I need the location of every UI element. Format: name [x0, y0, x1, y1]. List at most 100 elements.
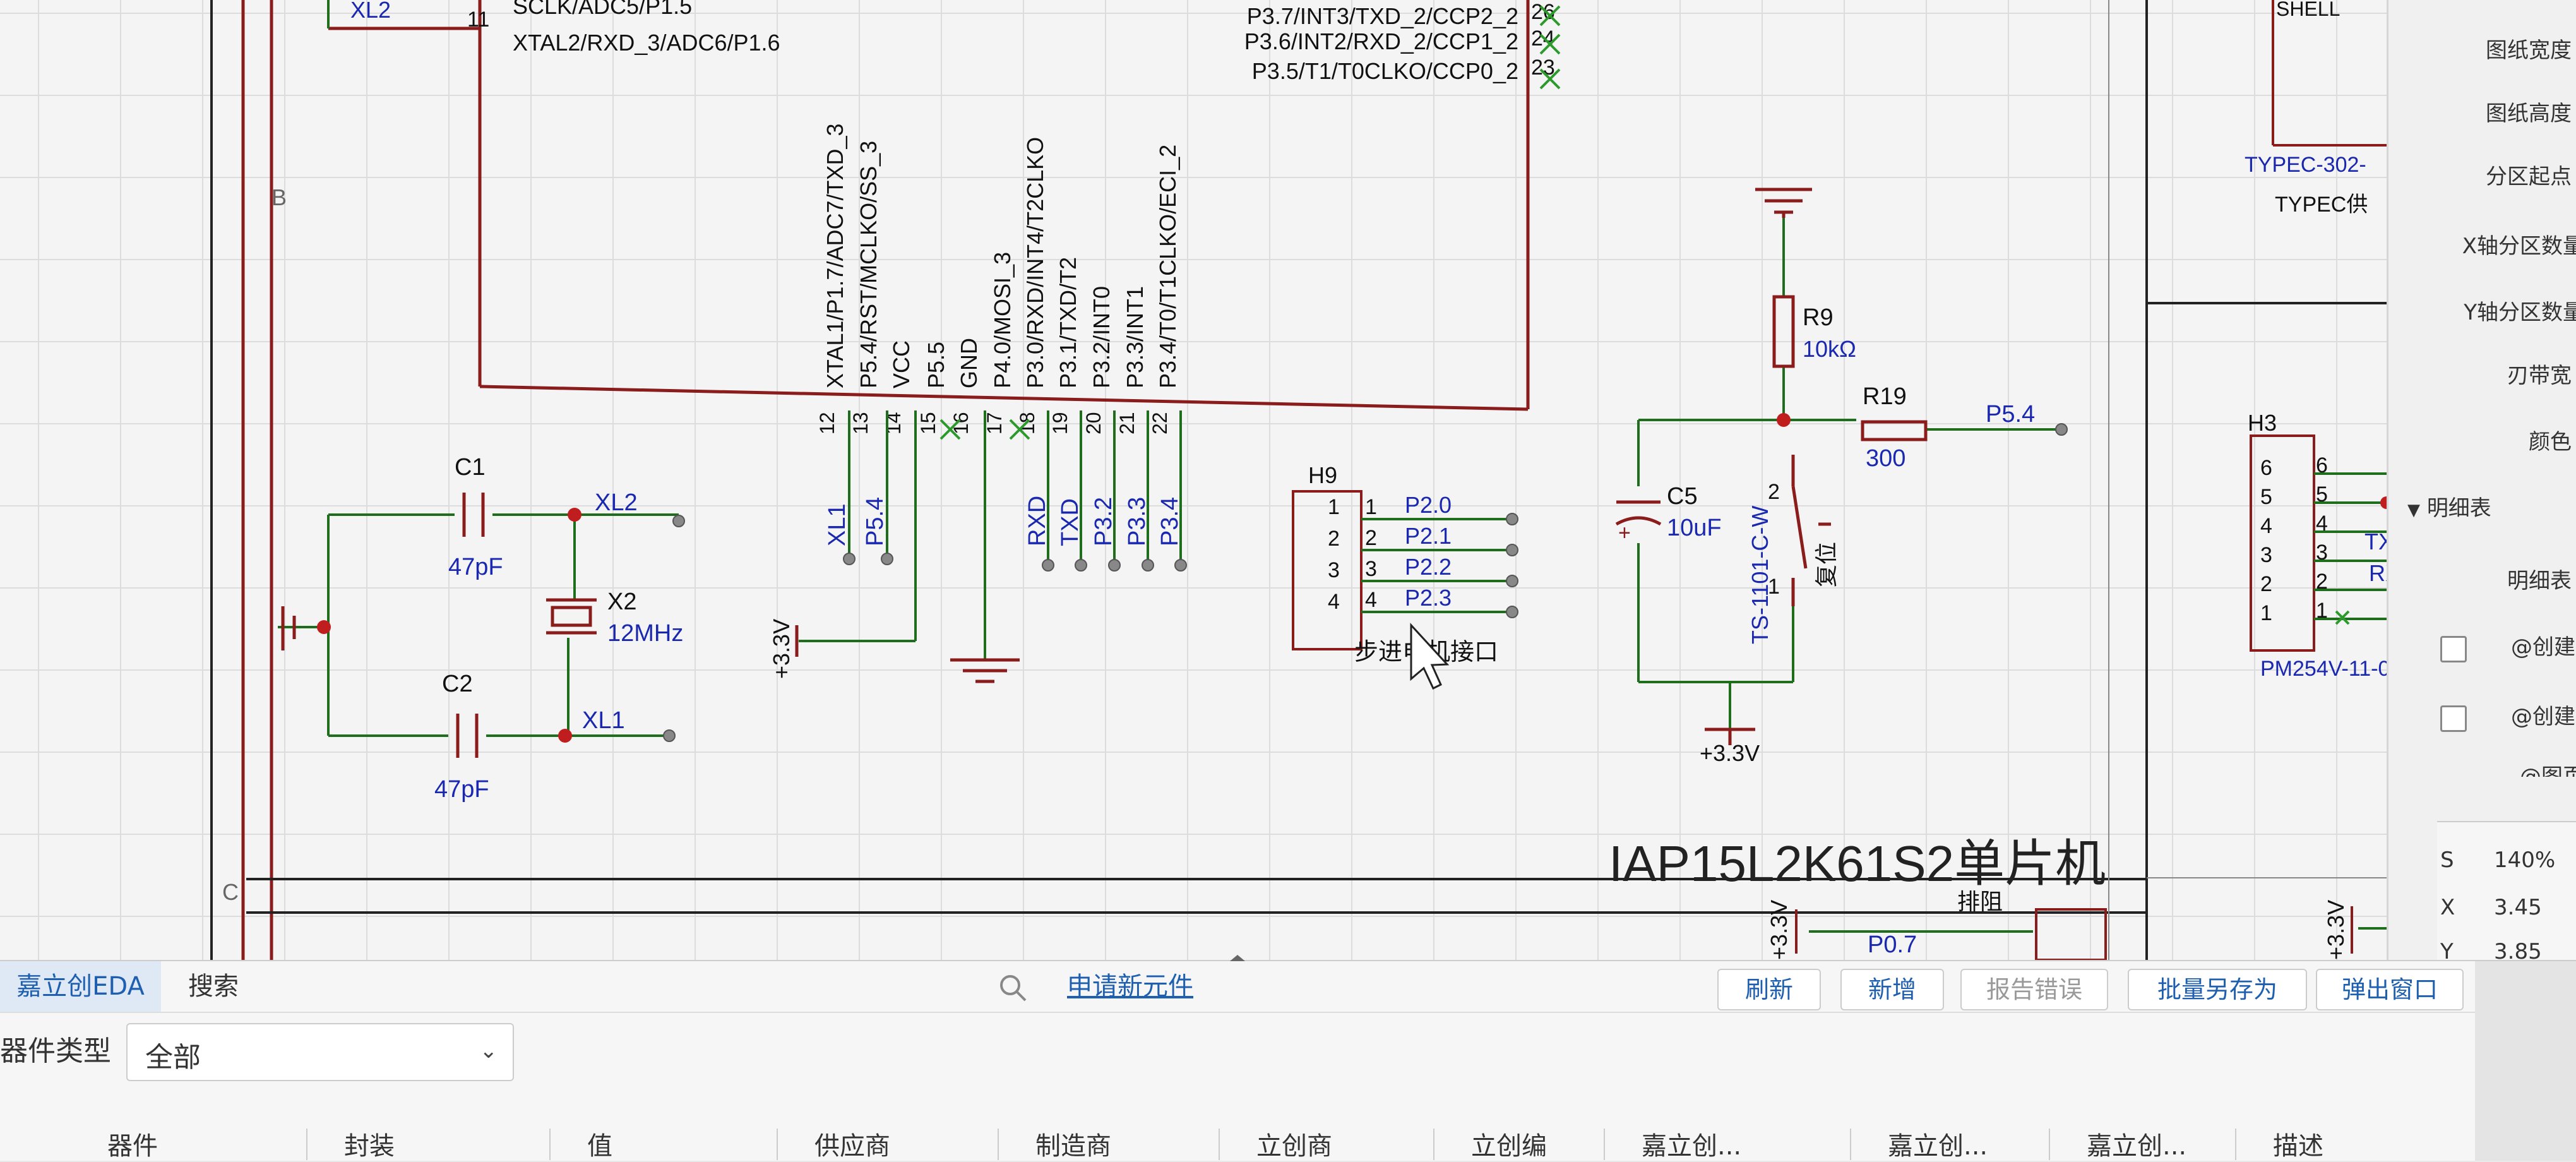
h9-pin-end	[1506, 544, 1518, 556]
library-side-strip	[2475, 961, 2576, 1161]
h3-pin-num-left: 6	[2260, 456, 2272, 480]
mcu-bottom-net-label: P3.2	[1090, 497, 1117, 546]
r19-ref: R19	[1863, 383, 1907, 410]
library-column-header[interactable]: 嘉立创...	[2087, 1132, 2187, 1161]
prop-sheet-height[interactable]: 图纸高度	[2486, 101, 2572, 126]
mcu-right-pin-name: P3.7/INT3/TXD_2/CCP2_2	[1247, 3, 1518, 29]
schematic-canvas[interactable]: B C SCLK/ADC5/P1.5 11 XTAL2/RXD_3/ADC6/P…	[0, 0, 2437, 960]
h9-pin-num-left: 3	[1328, 558, 1340, 582]
check-create-time[interactable]	[2440, 705, 2467, 732]
library-column-header[interactable]: 嘉立创...	[1642, 1132, 1742, 1161]
report-error-button[interactable]: 报告错误	[1960, 969, 2108, 1010]
mcu-bottom-pin-num: 14	[882, 412, 905, 434]
typec-shell: SHELL	[2276, 0, 2340, 20]
column-separator[interactable]	[1219, 1129, 1220, 1160]
detail-table-label: 明细表	[2507, 568, 2572, 594]
h9-net-label: P2.0	[1405, 492, 1452, 518]
mcu-right-pin-name: P3.6/INT2/RXD_2/CCP1_2	[1244, 28, 1518, 54]
column-separator[interactable]	[777, 1129, 778, 1160]
h3-pin-num-right: 2	[2316, 570, 2328, 594]
library-column-header[interactable]: 立创编	[1471, 1132, 1547, 1161]
mcu-bottom-pin-num: 15	[917, 412, 939, 434]
mcu-bottom-pin-num: 16	[950, 412, 972, 434]
h3-pin-num-right: 3	[2316, 541, 2328, 565]
mcu-right-pin-num: 23	[1531, 56, 1555, 80]
check-create-time-label: @创建时	[2511, 704, 2576, 729]
column-separator[interactable]	[2049, 1129, 2050, 1160]
h9-net-label: P2.3	[1405, 585, 1452, 611]
tab-jlc-eda[interactable]: 嘉立创EDA	[0, 961, 161, 1012]
h3-pin-num-left: 5	[2260, 485, 2272, 509]
column-separator[interactable]	[1850, 1129, 1851, 1160]
tab-search[interactable]: 搜索	[188, 972, 239, 1001]
typec-part: TYPEC-302-	[2245, 153, 2366, 177]
check-create-date-label: @创建日	[2511, 635, 2576, 660]
library-column-header[interactable]: 制造商	[1035, 1132, 1111, 1161]
x-coord-label: X	[2440, 895, 2455, 920]
vcc-label-reset: +3.3V	[1700, 740, 1760, 766]
mcu-bottom-pin-num: 22	[1148, 412, 1171, 434]
h3-pin-num-left: 3	[2260, 543, 2272, 567]
library-column-header[interactable]: 值	[587, 1132, 612, 1161]
h9-pin-end	[1506, 575, 1518, 587]
column-separator[interactable]	[306, 1129, 307, 1160]
mcu-bottom-pin-name: XTAL1/P1.7/ADC7/TXD_3	[822, 123, 848, 388]
h9-pin-num-left: 2	[1328, 527, 1340, 551]
mcu-bottom-pin-num: 19	[1049, 412, 1071, 434]
mcu-bottom-pin-num: 13	[849, 412, 872, 434]
collapse-handle-icon[interactable]	[1219, 952, 1256, 962]
prop-border-width[interactable]: 刃带宽	[2507, 363, 2572, 388]
mouse-cursor-icon	[1410, 623, 1450, 690]
c5-value: 10uF	[1667, 515, 1722, 541]
check-create-date[interactable]	[2440, 636, 2467, 662]
add-button[interactable]: 新增	[1840, 969, 1944, 1010]
h9-pin-end	[1506, 606, 1518, 618]
prop-y-zone-count[interactable]: Y轴分区数量	[2464, 300, 2576, 325]
c2-ref: C2	[442, 671, 473, 697]
mcu-bottom-pin-name: P3.2/INT0	[1088, 286, 1114, 388]
grid-background	[0, 0, 2437, 960]
library-column-header[interactable]: 描述	[2273, 1132, 2323, 1161]
column-separator[interactable]	[2235, 1129, 2236, 1160]
chevron-down-icon: ⌄	[479, 1038, 498, 1063]
search-icon[interactable]	[998, 973, 1028, 1005]
h3-pin-num-right: 5	[2316, 482, 2328, 506]
c2-value: 47pF	[434, 776, 489, 803]
prop-sheet-width[interactable]: 图纸宽度	[2486, 38, 2572, 63]
h3-pin-num-left: 1	[2260, 601, 2272, 625]
batch-save-as-button[interactable]: 批量另存为	[2128, 969, 2307, 1010]
mcu-bottom-net-label: P3.3	[1124, 497, 1150, 546]
library-column-header[interactable]: 封装	[344, 1132, 395, 1161]
lower-vcc: +3.3V	[1766, 900, 1792, 960]
mcu-bottom-net-label: P3.4	[1157, 497, 1183, 546]
prop-x-zone-count[interactable]: X轴分区数量	[2462, 234, 2576, 259]
apply-new-part-link[interactable]: 申请新元件	[1067, 972, 1193, 1001]
h9-pin-num-right: 2	[1365, 526, 1377, 550]
mcu-pin-11-num: 11	[467, 8, 489, 32]
section-detail-table[interactable]: ▼ 明细表	[2407, 489, 2491, 527]
mcu-right-pins: P3.7/INT3/TXD_2/CCP2_2 26 P3.6/INT2/RXD_…	[1244, 0, 1561, 90]
h9-pin-num-left: 4	[1328, 590, 1340, 614]
mcu-bottom-pin-name: P3.1/TXD/T2	[1055, 257, 1081, 388]
column-separator[interactable]	[549, 1129, 551, 1160]
column-separator[interactable]	[998, 1129, 999, 1160]
column-separator[interactable]	[1604, 1129, 1605, 1160]
library-column-header[interactable]: 器件	[107, 1132, 158, 1161]
refresh-button[interactable]: 刷新	[1717, 969, 1821, 1010]
prop-color[interactable]: 颜色	[2529, 429, 2572, 455]
prop-zone-origin[interactable]: 分区起点	[2486, 164, 2572, 189]
h3-pin-num-right: 6	[2316, 453, 2328, 477]
r9-value: 10kΩ	[1803, 336, 1856, 362]
schematic-drawing[interactable]: B C SCLK/ADC5/P1.5 11 XTAL2/RXD_3/ADC6/P…	[0, 0, 2437, 960]
lower-vcc-right: +3.3V	[2323, 900, 2349, 960]
library-column-header[interactable]: 立创商	[1256, 1132, 1332, 1161]
h9-pin-num-right: 1	[1365, 495, 1377, 519]
h3-pin-num-right: 4	[2316, 512, 2328, 536]
library-panel: 嘉立创EDA 搜索 申请新元件 刷新 新增 报告错误 批量另存为 弹出窗口 器件…	[0, 955, 2576, 1161]
sw-label: 复位	[1813, 542, 1839, 587]
library-column-header[interactable]: 供应商	[814, 1132, 890, 1161]
library-column-header[interactable]: 嘉立创...	[1888, 1132, 1988, 1161]
popup-window-button[interactable]: 弹出窗口	[2316, 969, 2464, 1010]
column-separator[interactable]	[1433, 1129, 1434, 1160]
part-type-select[interactable]: 全部 ⌄	[126, 1023, 514, 1081]
